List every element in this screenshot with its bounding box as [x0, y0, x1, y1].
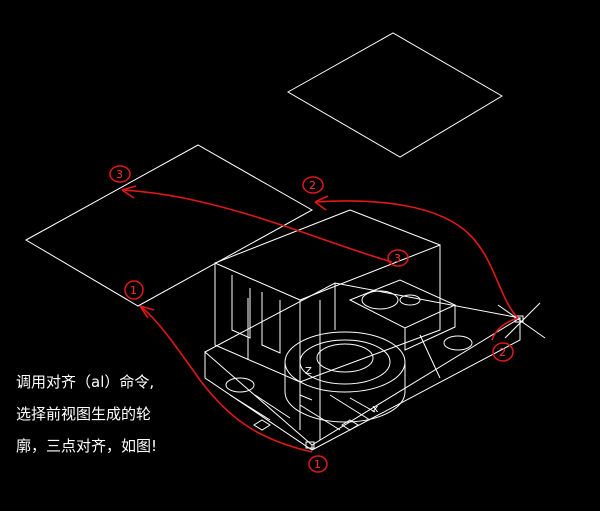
arrowhead-1 [139, 305, 155, 319]
marker-src-2: 2 [492, 342, 514, 362]
annotation-curve-3 [121, 189, 393, 263]
marker-dest-2-label: 2 [309, 179, 316, 192]
annotation-curve-2 [314, 200, 519, 319]
alignment-annotations [121, 185, 519, 453]
snap-endpoint-right[interactable] [497, 302, 546, 339]
instruction-line-2: 选择前视图生成的轮 [16, 405, 152, 423]
back-wall-right [299, 244, 441, 383]
marker-src-3: 3 [387, 249, 409, 267]
arrowhead-3 [121, 185, 137, 199]
front-view-outline[interactable] [24, 144, 314, 307]
marker-dest-1: 1 [124, 280, 144, 300]
marker-src-1-label: 1 [314, 458, 321, 471]
marker-src-2-label: 2 [499, 346, 506, 359]
boss-outer [284, 331, 406, 393]
back-wall-left [214, 262, 301, 383]
marker-dest-1-label: 1 [130, 284, 137, 297]
raised-block [348, 279, 457, 329]
marker-dest-2: 2 [302, 176, 324, 194]
svg-text:Z: Z [305, 366, 312, 377]
marker-dest-3-label: 3 [116, 168, 123, 181]
annotation-curve-1 [139, 305, 313, 453]
hole-right [443, 335, 473, 351]
instruction-line-1: 调用对齐（al）命令, [16, 373, 155, 391]
top-view-outline[interactable] [286, 32, 503, 158]
arrowhead-2 [314, 195, 329, 211]
boss-inner [316, 343, 374, 373]
hole-left [225, 377, 255, 393]
marker-src-3-label: 3 [394, 252, 401, 265]
snap-endpoint-bottom[interactable] [305, 441, 315, 449]
marker-dest-3: 3 [109, 165, 131, 183]
marker-src-1: 1 [308, 455, 328, 473]
instruction-line-3: 廓，三点对齐，如图! [16, 437, 158, 455]
svg-text:x: x [372, 402, 379, 415]
instruction-text: 调用对齐（al）命令, 选择前视图生成的轮 廓，三点对齐，如图! [16, 366, 236, 462]
part-3d-wireframe[interactable]: Z x [204, 209, 522, 451]
